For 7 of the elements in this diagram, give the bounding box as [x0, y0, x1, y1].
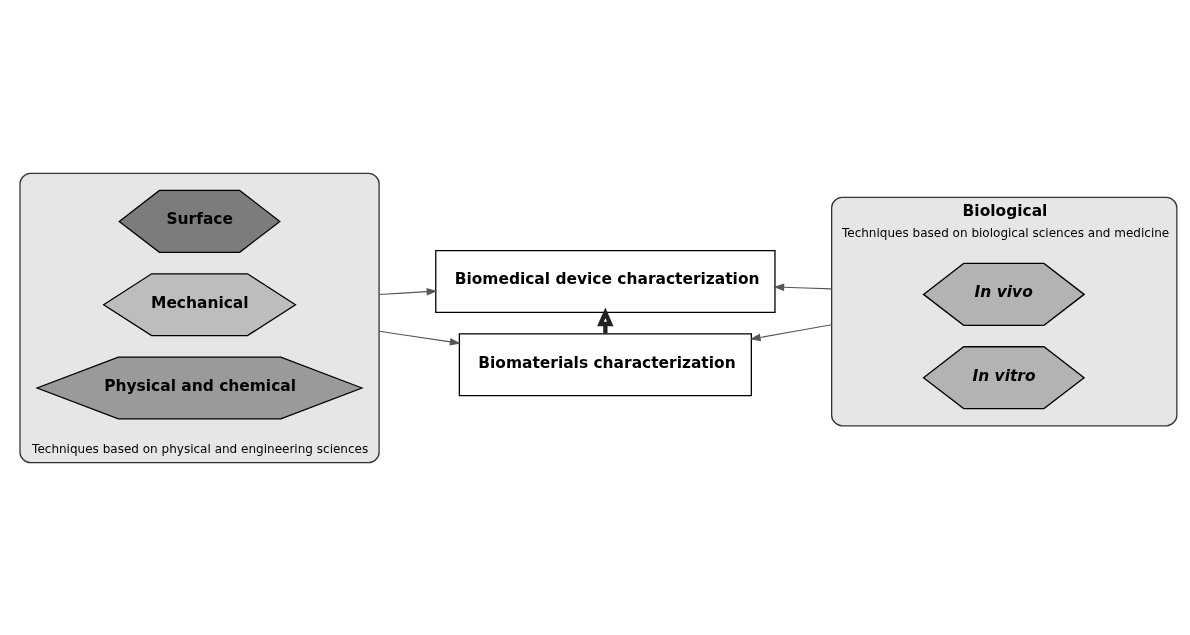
- node-box: Biomaterials characterization: [458, 332, 752, 396]
- arrow: [597, 306, 614, 334]
- arrow: [378, 330, 461, 346]
- arrow: [378, 287, 438, 295]
- arrow: [749, 323, 833, 341]
- node-box: Biomedical device characterization: [435, 249, 776, 313]
- arrow: [773, 283, 833, 291]
